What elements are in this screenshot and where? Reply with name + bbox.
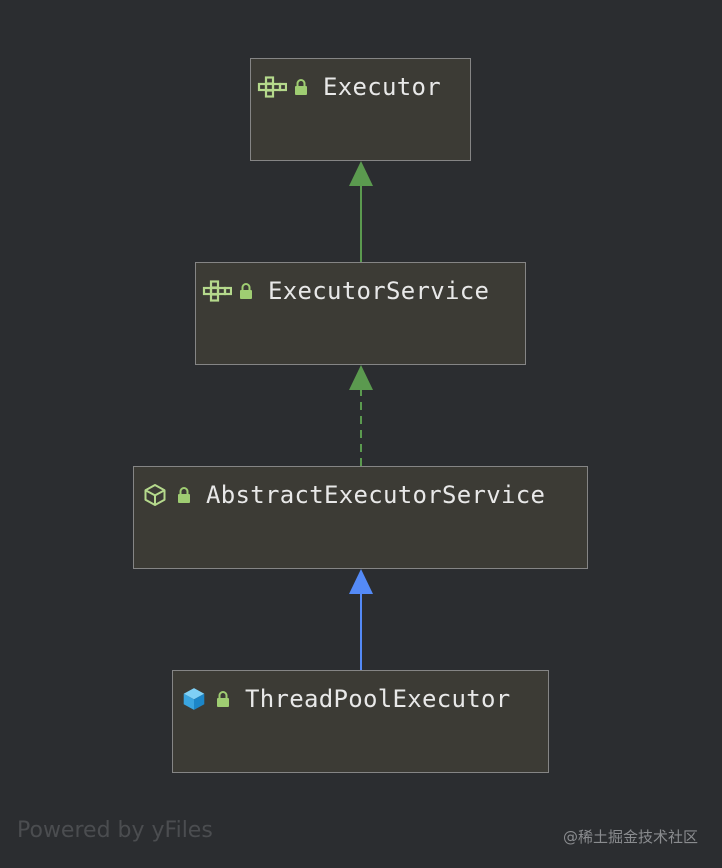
abstract-class-icon [140,483,170,507]
interface-icon [202,279,232,303]
lock-icon [293,77,309,97]
class-icon [179,687,209,711]
node-thread-pool-executor[interactable]: ThreadPoolExecutor [172,670,549,773]
arrowhead-executor-service [349,365,373,390]
node-abstract-executor-service[interactable]: AbstractExecutorService [133,466,588,569]
lock-icon [176,485,192,505]
node-label: AbstractExecutorService [206,481,546,509]
lock-icon [215,689,231,709]
node-executor[interactable]: Executor [250,58,471,161]
node-executor-service[interactable]: ExecutorService [195,262,526,365]
lock-icon [238,281,254,301]
node-label: ExecutorService [268,277,490,305]
node-label: ThreadPoolExecutor [245,685,511,713]
node-label: Executor [323,73,441,101]
interface-icon [257,75,287,99]
watermark-label: @稀土掘金技术社区 [562,828,698,846]
powered-by-label: Powered by yFiles [17,818,213,843]
arrowhead-abstract-executor-service [349,569,373,594]
arrowhead-executor [349,161,373,186]
